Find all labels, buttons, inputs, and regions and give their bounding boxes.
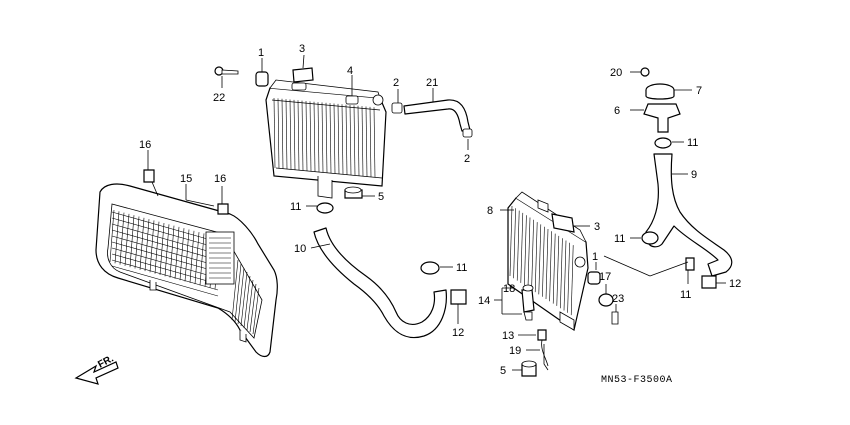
callout-c12a: 12 (452, 327, 464, 339)
clamp-part-12-b (701, 275, 726, 289)
callout-c2a: 2 (393, 77, 399, 89)
callout-c3a: 3 (299, 43, 305, 55)
seal-part-3-top (292, 54, 314, 83)
callout-c21: 21 (426, 77, 438, 89)
hose-part-21 (391, 88, 473, 150)
callout-c11b: 11 (456, 262, 467, 274)
callout-c11c: 11 (687, 137, 698, 149)
wire-part-19 (526, 344, 549, 371)
callout-c4: 4 (347, 65, 353, 77)
callout-c1a: 1 (258, 47, 264, 59)
callout-c22: 22 (213, 92, 225, 104)
cap-part-1 (255, 58, 269, 87)
sensor-part-14 (494, 287, 535, 321)
clamp-part-11-b (420, 261, 453, 275)
right-radiator (507, 191, 589, 332)
callout-c8: 8 (487, 205, 493, 217)
clamp-part-11-c (654, 137, 684, 149)
radiator-cap-part-7 (645, 83, 692, 100)
callout-c9: 9 (691, 169, 697, 181)
front-direction-arrow (74, 361, 119, 385)
bolt-part-23 (611, 304, 619, 325)
o-ring-part-18 (522, 284, 534, 292)
callout-c11d: 11 (614, 233, 625, 245)
callout-c17: 17 (599, 271, 611, 283)
callout-c5a: 5 (378, 191, 384, 203)
grommet-part-5-a (344, 186, 375, 199)
callout-c14: 14 (478, 295, 490, 307)
diagram-code: MN53-F3500A (601, 375, 673, 386)
callout-c12b: 12 (729, 278, 741, 290)
filler-neck-part-6 (630, 103, 681, 133)
radiator-shroud-part-15 (95, 183, 278, 358)
callout-c2b: 2 (464, 153, 470, 165)
callout-c10: 10 (294, 243, 306, 255)
callout-c7: 7 (696, 85, 702, 97)
clamp-part-11-a (306, 202, 334, 214)
seal-part-3-right (551, 213, 590, 233)
callout-c19: 19 (509, 345, 521, 357)
callout-c20: 20 (610, 67, 622, 79)
callout-c18: 18 (503, 283, 515, 295)
callout-c16b: 16 (214, 173, 226, 185)
callout-c13: 13 (502, 330, 514, 342)
clamp-part-11-e (685, 257, 695, 284)
callout-c23: 23 (612, 293, 624, 305)
cap-part-1-right (587, 271, 601, 285)
clip-part-16-b (217, 186, 229, 215)
grommet-part-17 (598, 284, 614, 307)
sensor-part-13 (518, 329, 549, 367)
callout-labels: 1 2 2 3 4 21 22 16 16 15 11 5 10 11 12 2… (139, 43, 741, 377)
callout-c11e: 11 (680, 289, 691, 301)
callout-c5b: 5 (500, 365, 506, 377)
callout-c11a: 11 (290, 201, 301, 213)
callout-c16a: 16 (139, 139, 151, 151)
clamp-part-11-d (630, 231, 659, 245)
bolt-part-20 (630, 67, 650, 77)
grommet-part-5-b (512, 360, 537, 377)
clamp-part-12-a (450, 289, 467, 324)
left-radiator (265, 79, 387, 199)
bolt-part-22 (214, 66, 239, 88)
callout-c6: 6 (614, 105, 620, 117)
hose-part-10 (310, 227, 447, 339)
clip-part-16-a (143, 150, 159, 197)
callout-c3b: 3 (594, 221, 600, 233)
callout-c1b: 1 (592, 251, 598, 263)
callout-c15: 15 (180, 173, 192, 185)
